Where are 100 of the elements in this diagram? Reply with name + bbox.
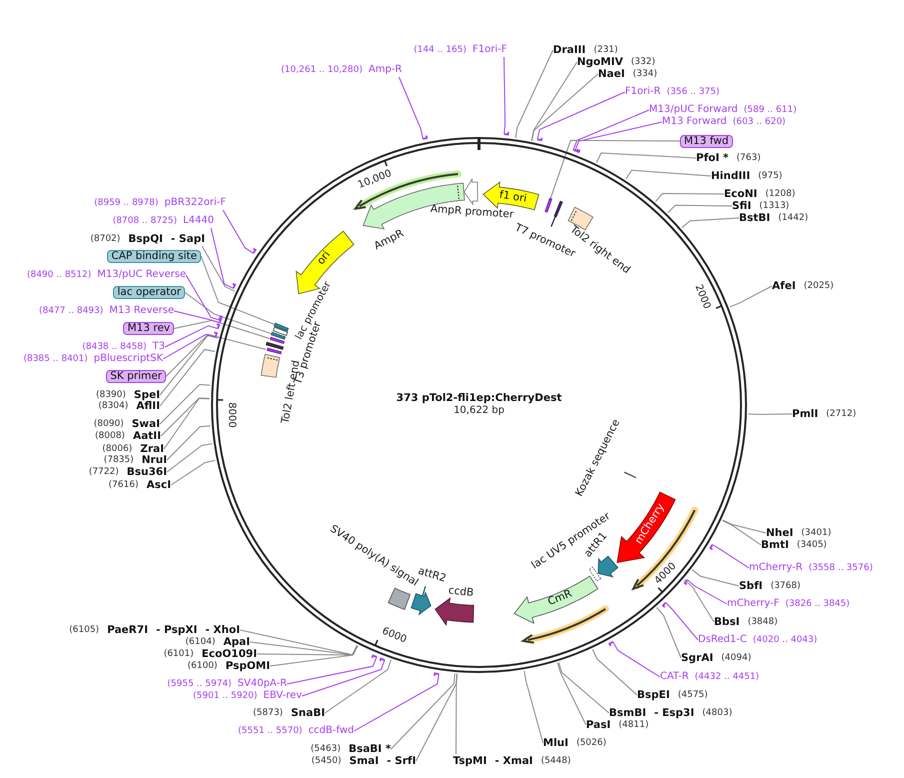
- leader-line: [202, 246, 236, 292]
- primer-name: mCherry-F: [727, 599, 780, 609]
- leader-line: [250, 642, 358, 656]
- site-position: (763): [736, 154, 761, 162]
- enzyme-name: EcoO109I: [202, 648, 257, 660]
- scale-label: 6000: [380, 626, 408, 646]
- primer-name: EBV-rev: [263, 691, 302, 701]
- leader-line: [302, 658, 386, 696]
- site-position: (8008): [95, 432, 125, 440]
- primer-range: (356 .. 375): [666, 88, 720, 96]
- leader-line: [503, 56, 510, 136]
- primer-name: mCherry-R: [749, 563, 803, 573]
- leader-line: [592, 648, 638, 696]
- feature-mark: [272, 326, 288, 338]
- enzyme-name: SbfI: [739, 580, 763, 592]
- site-position: (6100): [188, 662, 218, 670]
- site-position: (7616): [108, 480, 138, 490]
- enzyme-name: BmtI: [761, 540, 789, 550]
- leader-line: [531, 74, 598, 142]
- enzyme-name: - PspXI: [156, 624, 198, 636]
- primer-range: (8490 .. 8512): [26, 270, 92, 280]
- site-position: (8390): [96, 390, 126, 400]
- feature-mark: [544, 197, 553, 214]
- leader-line: [354, 672, 440, 732]
- enzyme-name: DraIII: [553, 44, 586, 56]
- site-position: (7722): [88, 468, 119, 476]
- leader-line: [240, 630, 358, 656]
- enzyme-name: PfoI *: [696, 152, 729, 164]
- feature-mark: [266, 347, 282, 356]
- site-position: (8006): [102, 444, 132, 454]
- feature-box: [260, 352, 281, 378]
- primer-name: M13/pUC Reverse: [97, 270, 186, 280]
- site-position: (8090): [94, 420, 124, 428]
- leader-line: [166, 443, 213, 472]
- enzyme-name: SwaI: [132, 418, 160, 430]
- leader-line: [200, 256, 275, 325]
- site-position: (3405): [796, 540, 827, 550]
- primer-range: (8959 .. 8978): [94, 198, 158, 208]
- primer-range: (603 .. 620): [732, 118, 786, 126]
- leader-line: [574, 122, 662, 153]
- primer-range: (8477 .. 8493): [38, 306, 104, 316]
- leader-line: [536, 92, 626, 142]
- site-position: (975): [758, 172, 782, 180]
- primer-range: (5955 .. 5974): [167, 680, 232, 688]
- primer-range: (3826 .. 3845): [785, 600, 850, 608]
- feature-mark: [623, 470, 638, 478]
- primer-range: (5551 .. 5570): [238, 726, 302, 736]
- enzyme-name: BsaBI *: [348, 744, 391, 754]
- site-position: (1208): [765, 190, 796, 198]
- leader-line: [684, 578, 728, 604]
- enzyme-name: PspOMI: [225, 660, 270, 672]
- primer-range: (8708 .. 8725): [112, 216, 177, 226]
- leader-line: [390, 672, 456, 750]
- feature-label: AmpR promoter: [430, 204, 514, 220]
- enzyme-name: BbsI: [714, 616, 740, 628]
- feature-mark: [273, 322, 290, 332]
- feature-tag: M13 rev: [123, 322, 174, 335]
- enzyme-name: SgrAI: [681, 652, 714, 664]
- site-position: (4575): [678, 690, 708, 700]
- enzyme-name: BspQI: [128, 234, 163, 244]
- leader-line: [667, 204, 732, 214]
- enzyme-name: AfeI: [772, 280, 796, 292]
- leader-line: [416, 673, 458, 762]
- leader-line: [722, 520, 762, 546]
- primer-range: (144 .. 165): [414, 46, 467, 54]
- leader-line: [166, 334, 267, 377]
- enzyme-name: HindIII: [711, 170, 750, 182]
- leader-line: [166, 425, 211, 460]
- feature-mark: [588, 566, 602, 583]
- primer-range: (3558 .. 3576): [808, 564, 873, 572]
- leader-line: [662, 602, 698, 640]
- site-position: (8702): [90, 234, 120, 244]
- leader-line: [256, 645, 358, 656]
- enzyme-name: SmaI: [349, 756, 379, 766]
- site-position: (3768): [770, 582, 800, 590]
- feature-mark: [268, 336, 286, 346]
- feature-block: [462, 178, 479, 206]
- site-position: (4094): [721, 654, 752, 662]
- leader-line: [515, 50, 554, 138]
- leader-line: [558, 662, 610, 714]
- leader-line: [709, 544, 750, 568]
- enzyme-name: Bsu36I: [126, 466, 167, 478]
- leader-line: [524, 670, 544, 744]
- site-position: (7835): [104, 456, 134, 464]
- leader-line: [692, 569, 740, 586]
- primer-name: Amp-R: [368, 65, 402, 75]
- leader-line: [531, 62, 578, 142]
- feature-tag: M13 fwd: [680, 134, 733, 148]
- site-position: (3401): [801, 528, 832, 538]
- primer-range: (5901 .. 5920): [193, 692, 258, 700]
- feature-label: CmR: [546, 588, 574, 608]
- leader-line: [684, 579, 714, 622]
- enzyme-name: NheI: [766, 528, 794, 538]
- enzyme-name: ApaI: [223, 636, 250, 648]
- site-position: (1442): [778, 214, 808, 222]
- plasmid-name: 373 pTol2-fli1ep:CherryDest: [396, 392, 562, 404]
- leader-line: [656, 607, 682, 658]
- feature-tag: SK primer: [106, 370, 166, 383]
- leader-line: [184, 292, 272, 334]
- feature-mark: [550, 200, 564, 228]
